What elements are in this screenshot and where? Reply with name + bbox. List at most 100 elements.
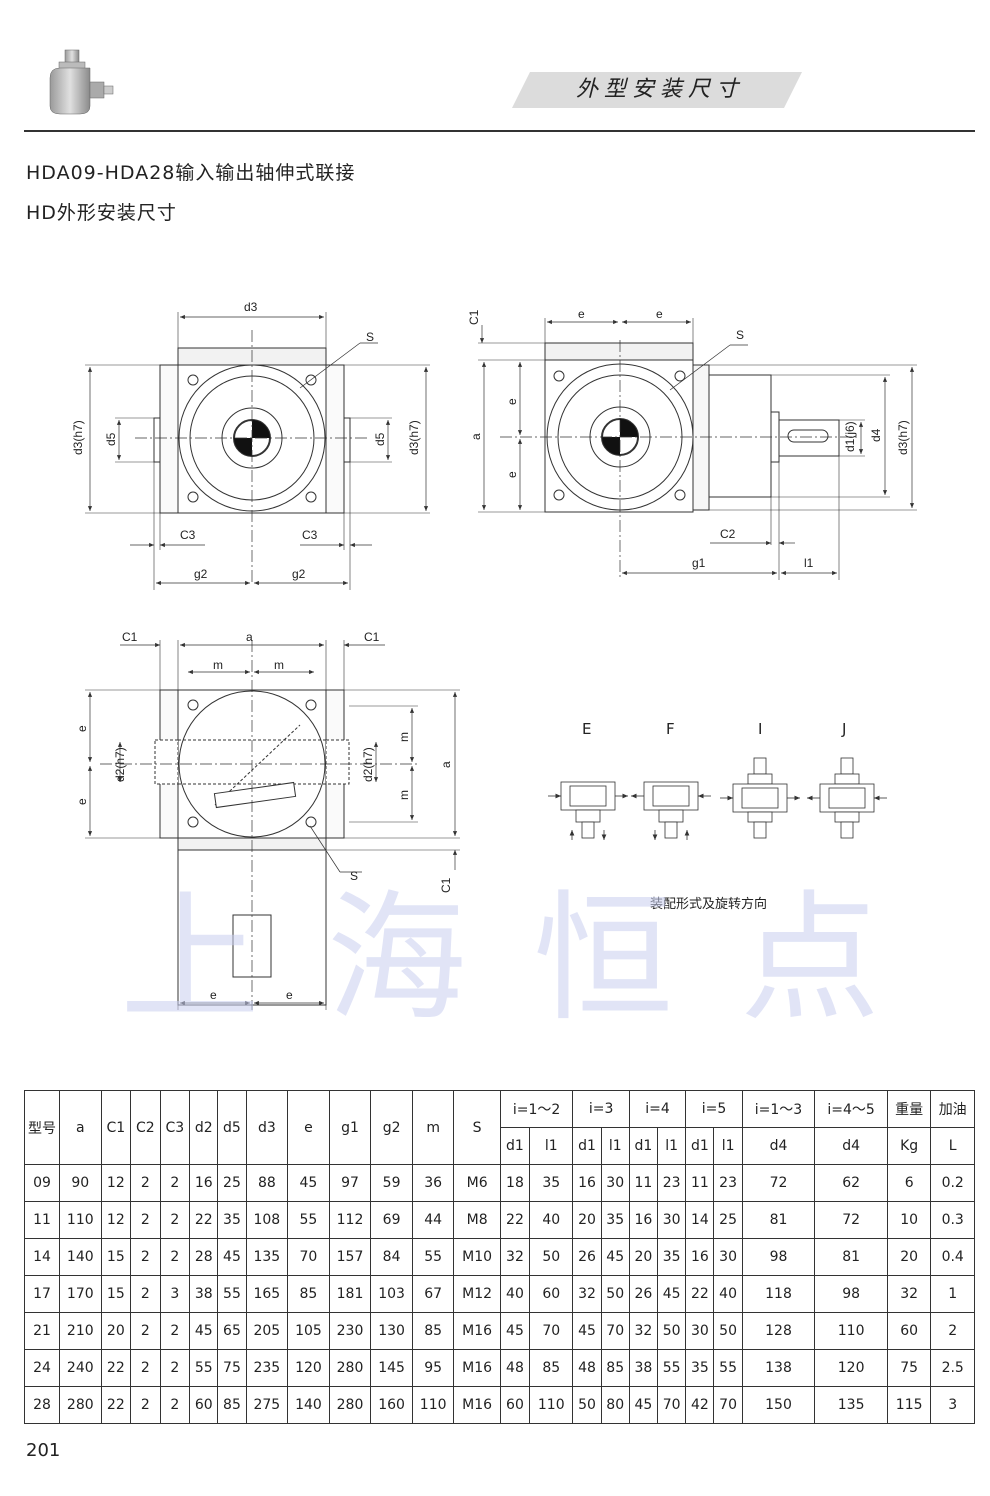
group-header-i1-3: i=1～3 [741,1090,816,1128]
table-cell: 55 [411,1238,455,1276]
sub-header-9: d4 [814,1127,888,1165]
sub-header-5: l1 [657,1127,687,1165]
table-cell: 20 [628,1238,659,1276]
col-header-model: 型号 [24,1090,60,1165]
table-cell: 2 [159,1386,191,1424]
assembly-forms [548,757,887,840]
table-cell: 35 [657,1238,687,1276]
table-cell: 275 [245,1386,289,1424]
table-cell: 108 [245,1201,289,1239]
assembly-label-e: E [582,720,592,738]
table-cell: 45 [217,1238,247,1276]
assembly-f [631,781,711,840]
table-cell: 67 [411,1275,455,1313]
table-cell: 2 [159,1312,191,1350]
table-cell: 2 [130,1164,161,1202]
table-cell: 2 [159,1349,191,1387]
table-cell: 40 [499,1275,531,1313]
table-cell: 2 [130,1349,161,1387]
table-cell: 21 [24,1312,60,1350]
table-cell: 150 [741,1386,816,1424]
table-cell: 70 [657,1386,687,1424]
table-cell: 30 [713,1238,743,1276]
label-c2: C2 [720,527,736,541]
label-g1: g1 [692,556,706,570]
table-cell: 12 [100,1164,132,1202]
table-cell: 2 [130,1386,161,1424]
label-d4: d4 [869,428,883,442]
section-subtitle-2: HD外形安装尺寸 [26,202,177,224]
page-title: 外型安装尺寸 [575,77,744,102]
table-cell: 110 [59,1201,102,1239]
table-cell: M16 [453,1349,501,1387]
table-cell: 280 [328,1349,372,1387]
table-cell: 60 [529,1275,574,1313]
table-cell: 2 [130,1201,161,1239]
label-e-top-left: e [578,307,585,321]
table-cell: 130 [370,1312,413,1350]
label-d3h7-2: d3(h7) [896,420,910,455]
table-cell: 230 [328,1312,372,1350]
table-cell: 32 [572,1275,602,1313]
table-cell: 138 [741,1349,816,1387]
table-cell: 11 [685,1164,715,1202]
watermark-char-2: 海 [326,878,467,1041]
table-cell: 16 [685,1238,715,1276]
col-header-d2: d2 [189,1090,219,1165]
assembly-label-j: J [842,720,847,738]
table-cell: 44 [411,1201,455,1239]
sub-header-8: d4 [741,1127,816,1165]
table-cell: 45 [189,1312,219,1350]
table-cell: 35 [685,1349,715,1387]
label-d3h7-left: d3(h7) [71,420,85,455]
table-cell: 0.4 [930,1238,975,1276]
col-header-d3: d3 [245,1090,289,1165]
group-header-i1-2: i=1～2 [499,1090,574,1128]
table-cell: 97 [328,1164,372,1202]
table-cell: 140 [59,1238,102,1276]
label-e-left-3a: e [75,725,89,732]
table-cell: 128 [741,1312,816,1350]
table-cell: 165 [245,1275,289,1313]
table-cell: 145 [370,1349,413,1387]
table-cell: 32 [628,1312,659,1350]
technical-drawings: d3 S C3 C3 g2 g2 d3(h7) d3(h7) d5 d5 [71,300,917,1010]
table-cell: 105 [287,1312,330,1350]
table-cell: 12 [100,1201,132,1239]
label-c1-2: C1 [467,309,481,325]
table-cell: 09 [24,1164,60,1202]
table-cell: 15 [100,1275,132,1313]
label-c1-right-3: C1 [364,630,380,644]
table-cell: 26 [572,1238,602,1276]
group-header-weight: 重量 [886,1090,932,1128]
table-cell: 40 [529,1201,574,1239]
label-s: S [366,330,374,344]
table-cell: 70 [287,1238,330,1276]
label-c1-left-3: C1 [122,630,138,644]
sub-header-0: d1 [499,1127,531,1165]
table-cell: 2 [159,1201,191,1239]
label-d5-right: d5 [373,432,387,446]
label-a-3: a [246,630,253,644]
table-cell: 81 [814,1238,888,1276]
sub-header-11: L [930,1127,975,1165]
table-cell: 85 [529,1349,574,1387]
table-cell: 10 [886,1201,932,1239]
label-s-2: S [736,328,744,342]
assembly-label-f: F [666,720,675,738]
table-cell: 24 [24,1349,60,1387]
col-header-c1: C1 [100,1090,132,1165]
label-g2-right: g2 [292,567,306,581]
table-cell: M10 [453,1238,501,1276]
table-cell: 0.2 [930,1164,975,1202]
table-cell: 25 [217,1164,247,1202]
gearbox-thumbnail-icon [49,49,114,115]
label-d2h7-left: d2(h7) [113,747,127,782]
table-cell: M12 [453,1275,501,1313]
table-cell: 35 [529,1164,574,1202]
col-header-g1: g1 [328,1090,372,1165]
assembly-caption: 装配形式及旋转方向 [650,897,768,912]
table-cell: 22 [100,1349,132,1387]
